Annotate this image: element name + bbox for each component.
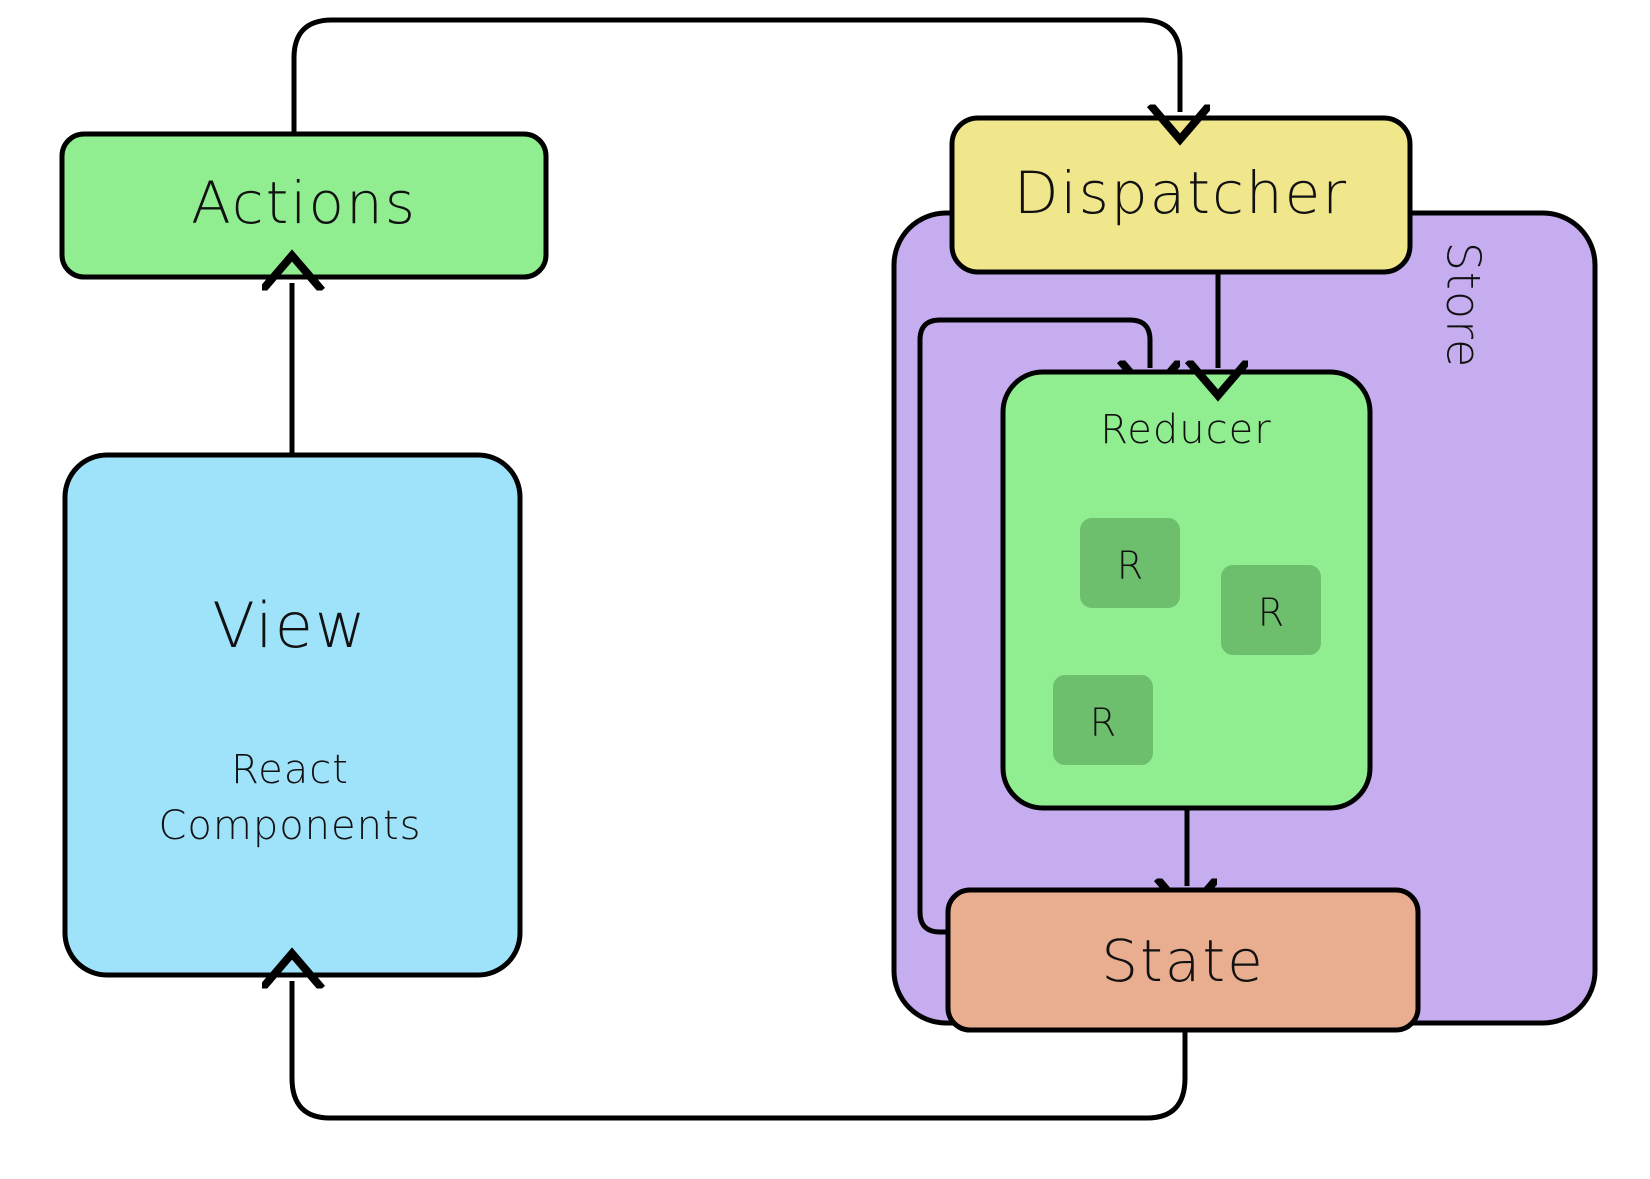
view-box[interactable] <box>62 452 523 978</box>
actions-label: Actions <box>191 169 417 237</box>
view-label: View <box>212 589 367 662</box>
reducer-item-3[interactable] <box>1053 675 1153 765</box>
dispatcher-label: Dispatcher <box>1014 159 1348 227</box>
reducer-item-2[interactable] <box>1221 565 1321 655</box>
reducer-item-1[interactable] <box>1080 518 1180 608</box>
reducer-item-3-label: R <box>1090 701 1116 745</box>
edge-state-to-reducer <box>917 317 1150 935</box>
edge-state-to-view <box>292 981 1188 1121</box>
view-sublabel-line2: Components <box>158 803 421 849</box>
state-label: State <box>1101 927 1265 995</box>
edge-actions-to-dispatcher <box>291 17 1180 134</box>
view-sublabel-line1: React <box>231 747 349 793</box>
store-label: Store <box>1437 242 1491 369</box>
reducer-label: Reducer <box>1100 407 1271 453</box>
reducer-item-2-label: R <box>1258 591 1284 635</box>
reducer-item-1-label: R <box>1117 544 1143 588</box>
